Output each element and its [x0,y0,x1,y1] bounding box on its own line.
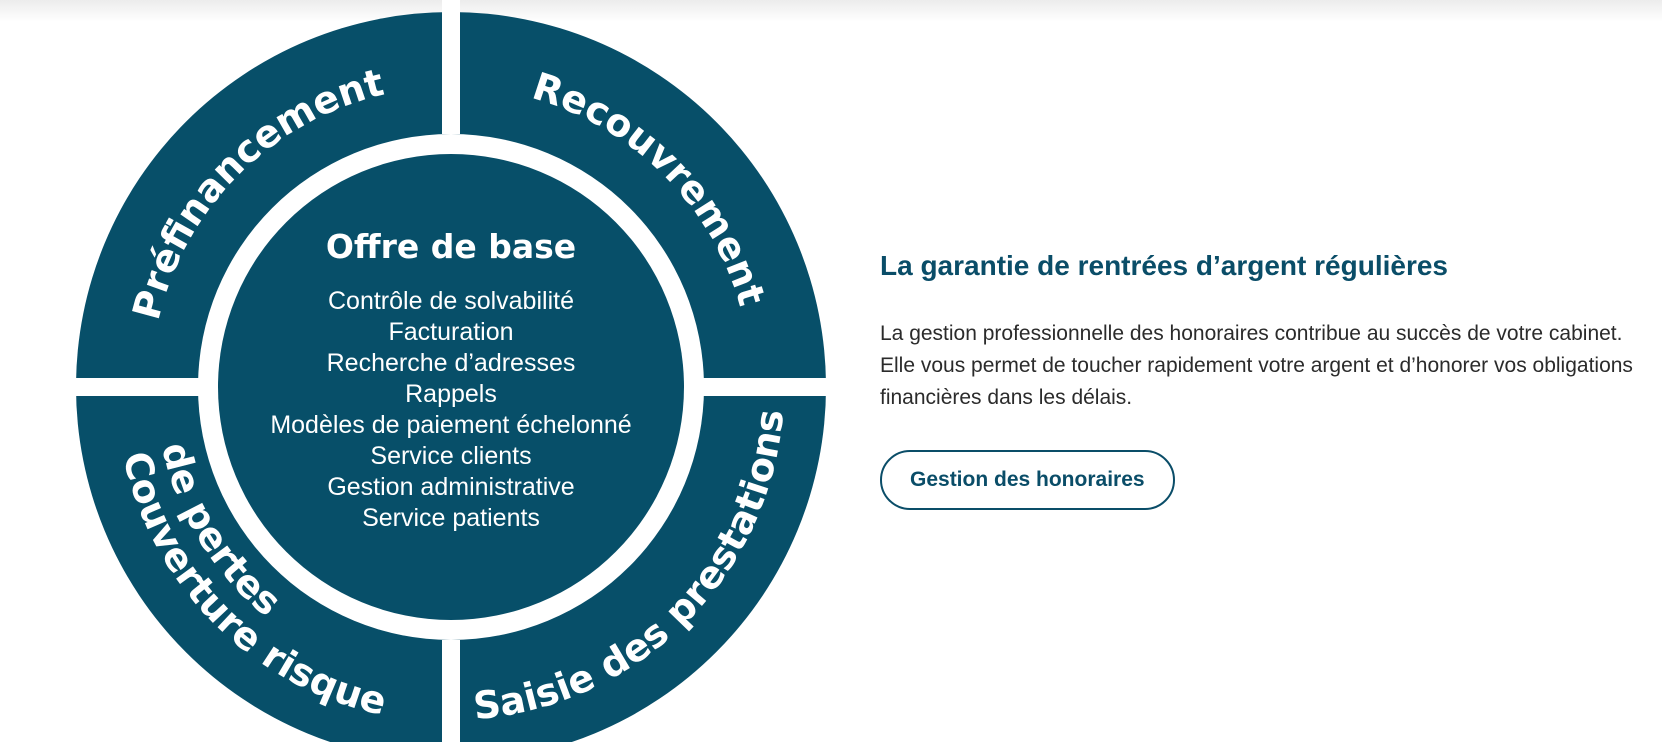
divider-bottom [442,640,460,742]
gestion-honoraires-button[interactable]: Gestion des honoraires [880,450,1175,510]
core-item: Contrôle de solvabilité [328,287,574,315]
core-title: Offre de base [326,227,576,266]
divider-top [442,0,460,134]
core-item: Facturation [388,318,513,346]
core-item: Rappels [405,380,497,408]
section-description: La gestion professionnelle des honoraire… [880,322,1633,409]
core-item: Service patients [362,504,540,532]
core-circle [218,154,684,620]
core-items-list: Contrôle de solvabilité Facturation Rech… [270,287,631,532]
core-item: Service clients [370,442,531,470]
info-panel: La garantie de rentrées d’argent réguliè… [880,250,1640,510]
service-wheel-diagram: Préfinancement Recouvrement Couverture r… [60,0,842,742]
core-item: Modèles de paiement échelonné [270,411,631,439]
divider-right [702,378,842,396]
section-heading: La garantie de rentrées d’argent réguliè… [880,250,1448,281]
core-item: Recherche d’adresses [327,349,576,377]
divider-left [60,378,200,396]
core-item: Gestion administrative [327,473,574,501]
